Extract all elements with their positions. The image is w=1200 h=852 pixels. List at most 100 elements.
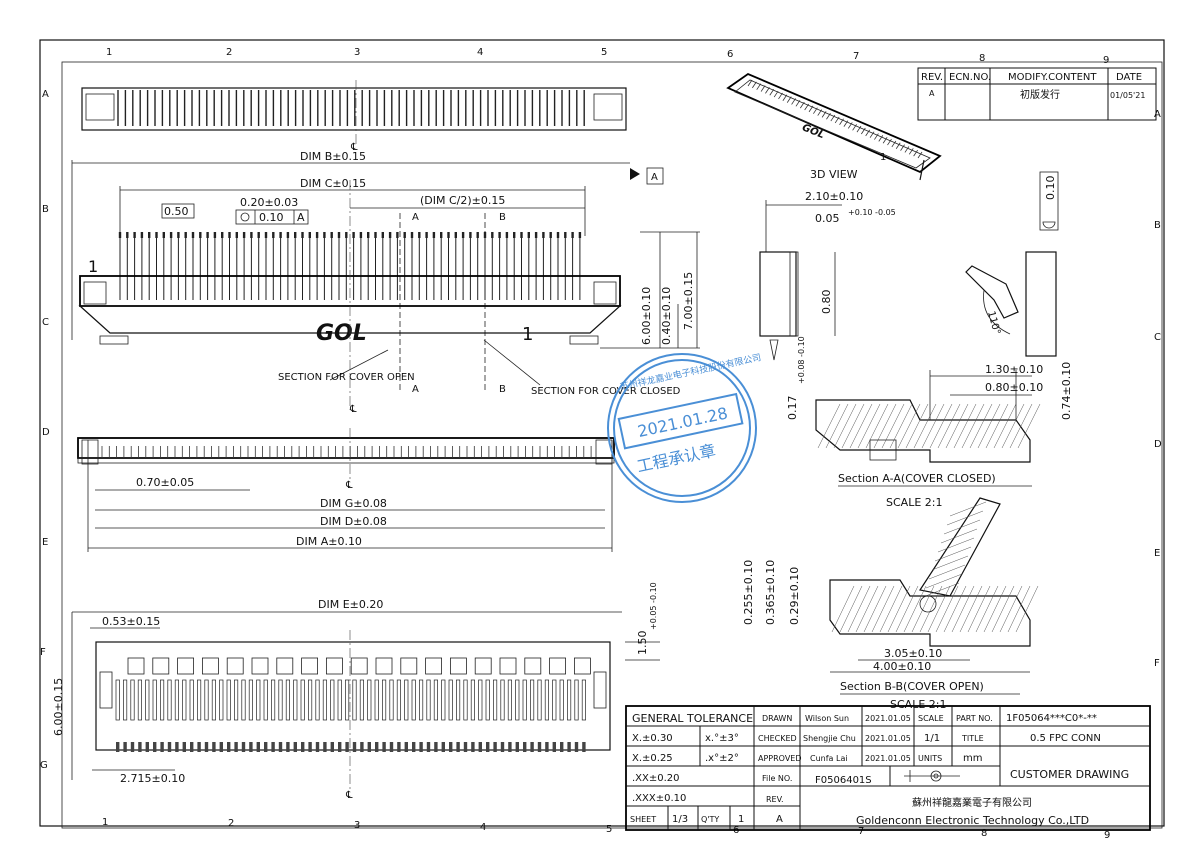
pad-finger — [537, 679, 542, 721]
svg-text:mm: mm — [963, 753, 982, 764]
pad-square — [325, 657, 343, 675]
hatch-line — [895, 585, 919, 633]
pad-foot — [241, 742, 246, 752]
main-pin-tip — [191, 232, 195, 238]
pad-square — [549, 657, 566, 675]
pad-foot — [441, 742, 445, 752]
hatch-line — [929, 403, 953, 449]
svg-text:0.10: 0.10 — [1044, 176, 1057, 201]
pad-finger — [271, 679, 276, 721]
main-pin-tip — [337, 232, 341, 238]
pad-foot — [463, 742, 468, 752]
hatch-line — [937, 403, 961, 449]
svg-text:3.05±0.10: 3.05±0.10 — [884, 647, 942, 660]
pad-square — [375, 657, 393, 675]
svg-text:0.29±0.10: 0.29±0.10 — [788, 567, 801, 625]
main-pin-tip — [162, 232, 165, 238]
pad-finger — [515, 679, 520, 721]
iso-pin — [865, 129, 871, 137]
pad-finger — [544, 679, 549, 721]
svg-text:ECN.NO.: ECN.NO. — [949, 72, 991, 83]
hatch-line — [887, 585, 911, 633]
hatch-line — [975, 585, 999, 633]
main-pin-tip — [301, 232, 304, 238]
pad-finger — [485, 679, 490, 721]
main-pin-tip — [279, 232, 282, 238]
pad-finger — [352, 679, 357, 721]
pad-foot — [234, 742, 238, 752]
svg-text:F0506401S: F0506401S — [815, 775, 872, 786]
main-pin-tip — [345, 232, 348, 238]
svg-text:D: D — [42, 427, 50, 438]
hatch-line — [953, 403, 977, 449]
detail-110: 110° 0.10 — [965, 171, 1059, 357]
iso-pin — [847, 122, 853, 129]
pad-foot — [278, 742, 283, 752]
pad-finger — [493, 679, 498, 721]
pad-square — [177, 657, 195, 675]
pad-square — [226, 657, 244, 675]
pad-finger — [115, 679, 120, 721]
svg-text:1: 1 — [522, 324, 533, 345]
pad-square — [201, 657, 219, 675]
pad-finger — [182, 679, 187, 721]
pad-finger — [130, 679, 135, 721]
svg-text:GENERAL TOLERANCE: GENERAL TOLERANCE — [632, 712, 753, 725]
main-pin-tip — [315, 232, 319, 238]
pad-square — [574, 657, 591, 675]
svg-text:X.±0.30: X.±0.30 — [632, 733, 673, 744]
pad-foot — [175, 742, 179, 752]
pad-finger — [300, 679, 305, 721]
pad-foot — [190, 742, 194, 752]
svg-text:1: 1 — [880, 152, 886, 163]
pad-square — [449, 657, 467, 675]
main-pin-tip — [118, 232, 122, 238]
iso-pin — [778, 92, 783, 100]
hatch-line — [911, 585, 935, 633]
svg-text:A: A — [929, 89, 935, 98]
hatch-line — [839, 585, 863, 633]
svg-text:1.50: 1.50 — [636, 631, 649, 656]
main-pin-tip — [388, 232, 392, 238]
iso-pin — [821, 111, 827, 118]
svg-text:0.5 FPC CONN: 0.5 FPC CONN — [1030, 733, 1101, 744]
pad-finger — [419, 679, 424, 721]
hatch-line — [927, 585, 951, 633]
svg-text:F: F — [1154, 658, 1160, 669]
hatch-line — [841, 403, 865, 449]
hatch-line — [1007, 585, 1031, 633]
hatch-line — [943, 585, 967, 633]
pad-foot — [323, 742, 327, 752]
svg-text:0.05: 0.05 — [815, 212, 840, 225]
hatch-line — [865, 403, 889, 449]
main-pin-tip — [454, 232, 457, 238]
pad-finger — [567, 679, 572, 721]
pad-square — [499, 657, 517, 675]
main-pin-tip — [155, 232, 158, 238]
svg-text:PART NO.: PART NO. — [956, 714, 993, 723]
pad-square — [301, 657, 319, 675]
main-pin-tip — [542, 232, 545, 238]
svg-text:℄: ℄ — [345, 480, 353, 491]
hatch-line — [961, 403, 985, 449]
svg-text:0.255±0.10: 0.255±0.10 — [742, 560, 755, 625]
hatch-line — [934, 546, 972, 562]
pad-finger — [293, 679, 298, 721]
hatch-line — [959, 585, 983, 633]
pad-finger — [278, 679, 283, 721]
pad-square — [474, 657, 492, 675]
svg-text:1: 1 — [88, 257, 98, 276]
pad-foot — [182, 742, 186, 752]
hatch-line — [903, 585, 927, 633]
hatch-line — [969, 403, 993, 449]
hatch-line — [1001, 403, 1025, 449]
main-pin-tip — [476, 232, 479, 238]
svg-text:DATE: DATE — [1116, 72, 1142, 83]
svg-text:B: B — [499, 384, 506, 395]
pad-foot — [523, 742, 527, 752]
pad-foot — [249, 742, 253, 752]
hatch-line — [921, 403, 945, 449]
svg-text:Section A-A(COVER CLOSED): Section A-A(COVER CLOSED) — [838, 472, 996, 485]
pad-finger — [174, 679, 179, 721]
main-pin-tip — [447, 232, 450, 238]
